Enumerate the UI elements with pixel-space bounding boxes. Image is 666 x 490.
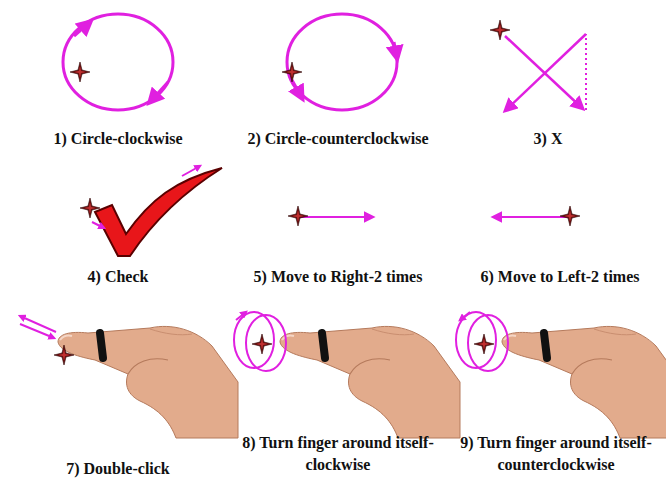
circle-clockwise-figure [63, 14, 173, 110]
gesture-caption: 6) Move to Left-2 times [480, 266, 639, 288]
turn-clockwise-figure [234, 312, 460, 438]
gesture-caption: 7) Double-click [66, 458, 170, 480]
x-gesture-figure [490, 20, 586, 110]
move-left-figure [494, 206, 580, 226]
gesture-caption: 5) Move to Right-2 times [254, 266, 423, 288]
gesture-caption: 9) Turn finger around itself-countercloc… [451, 432, 661, 476]
circle-counterclockwise-figure [282, 14, 397, 110]
gesture-caption: 4) Check [88, 266, 149, 288]
check-gesture-figure [80, 166, 222, 256]
move-right-figure [288, 206, 372, 226]
gesture-caption: 3) X [534, 128, 563, 150]
turn-counterclockwise-figure [456, 312, 666, 438]
double-click-figure [20, 316, 238, 438]
gesture-caption: 2) Circle-counterclockwise [247, 128, 428, 150]
gesture-caption: 8) Turn finger around itself-clockwise [238, 432, 438, 476]
gesture-caption: 1) Circle-clockwise [54, 128, 183, 150]
